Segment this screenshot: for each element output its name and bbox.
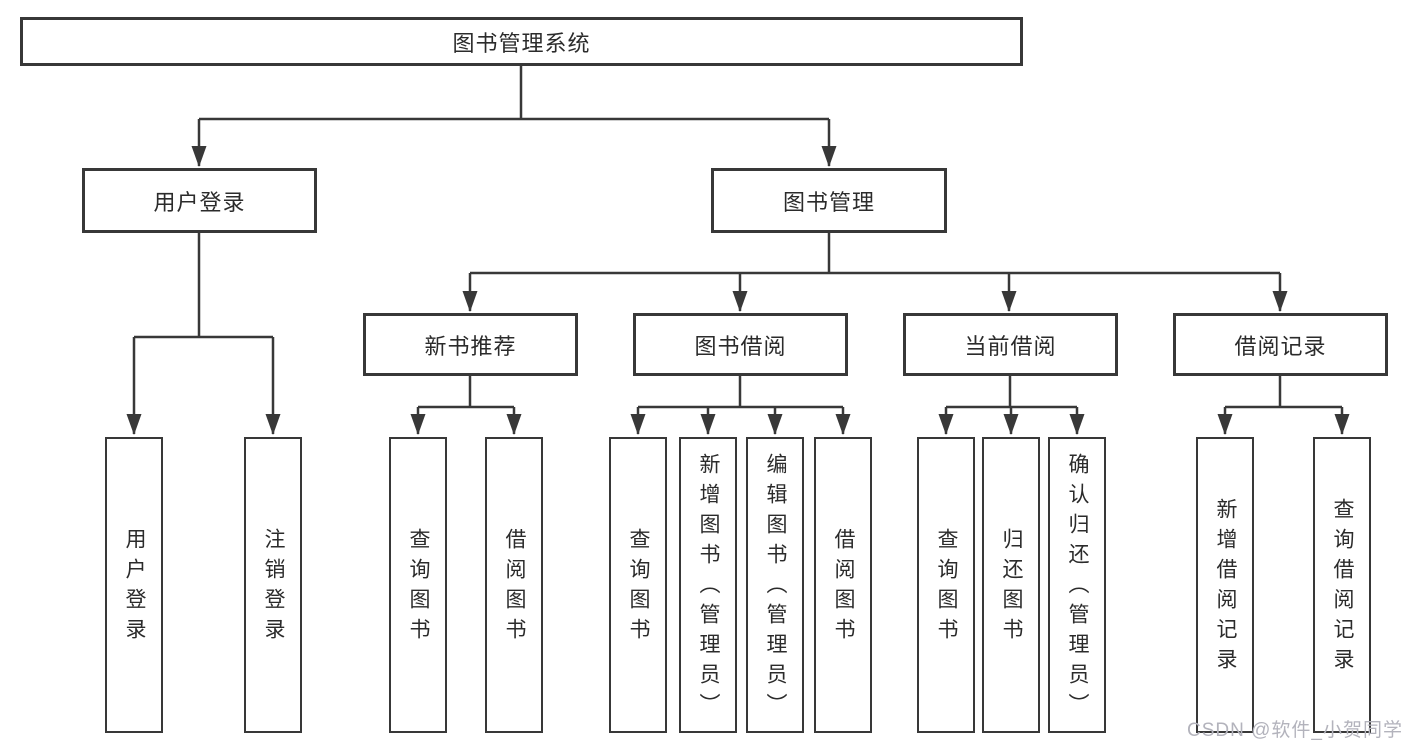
leaf-nb-query-books: 查询图书 [389, 437, 447, 733]
connector-current-borrowing-trunk [946, 376, 1077, 409]
leaf-br-add-record: 新增借阅记录 [1196, 437, 1254, 733]
leaf-bb-edit-books: 编辑图书（管理员） [746, 437, 804, 733]
node-borrowing-records: 借阅记录 [1173, 313, 1388, 376]
leaf-bb-add-books: 新增图书（管理员） [679, 437, 737, 733]
leaf-bb-borrow-books: 借阅图书 [814, 437, 872, 733]
leaf-cb-confirm-return: 确认归还（管理员） [1048, 437, 1106, 733]
node-book-borrowing: 图书借阅 [633, 313, 848, 376]
csdn-watermark: CSDN @软件_小贺同学 [1187, 720, 1403, 741]
connector-new-book-trunk [418, 376, 514, 409]
leaf-cb-query-books: 查询图书 [917, 437, 975, 733]
connector-root-trunk [199, 66, 829, 121]
leaf-bb-query-books: 查询图书 [609, 437, 667, 733]
connector-book-management-trunk [470, 233, 1280, 275]
node-new-book-recommend: 新书推荐 [363, 313, 578, 376]
connector-book-borrowing-trunk [638, 376, 843, 409]
leaf-logout: 注销登录 [244, 437, 302, 733]
leaf-br-query-record: 查询借阅记录 [1313, 437, 1371, 733]
leaf-nb-borrow-books: 借阅图书 [485, 437, 543, 733]
leaf-user-login: 用户登录 [105, 437, 163, 733]
node-book-management: 图书管理 [711, 168, 947, 233]
connector-borrowing-records-trunk [1225, 376, 1342, 409]
node-current-borrowing: 当前借阅 [903, 313, 1118, 376]
leaf-cb-return-books: 归还图书 [982, 437, 1040, 733]
node-library-system: 图书管理系统 [20, 17, 1023, 66]
connector-user-login-trunk [134, 233, 273, 339]
node-user-login: 用户登录 [82, 168, 317, 233]
